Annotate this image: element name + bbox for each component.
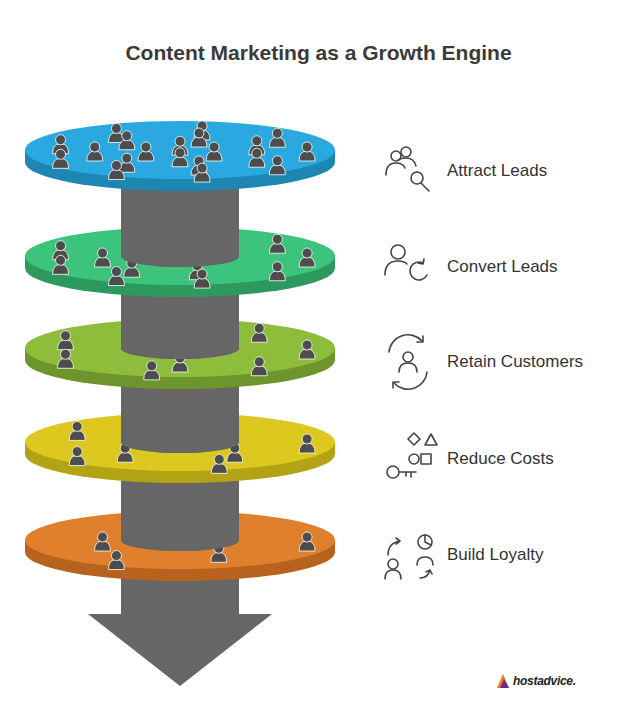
person-icon <box>269 156 285 175</box>
person-icon <box>194 269 210 288</box>
person-icon <box>299 142 315 161</box>
person-icon <box>53 149 69 168</box>
person-icon <box>194 163 210 182</box>
person-icon <box>191 128 207 147</box>
person-icon <box>119 131 135 150</box>
person-icon <box>138 142 154 161</box>
person-icon <box>95 532 111 551</box>
person-icon <box>57 331 73 350</box>
person-icon <box>119 153 135 172</box>
step-label: Reduce Costs <box>447 449 554 469</box>
reduce-costs-icon <box>387 433 437 478</box>
person-icon <box>108 123 124 142</box>
diagram-title: Content Marketing as a Growth Engine <box>125 41 511 65</box>
person-icon <box>299 532 315 551</box>
person-icon <box>269 234 285 253</box>
disc-stack <box>25 121 335 686</box>
logo-mark <box>497 674 509 688</box>
person-icon <box>53 255 69 274</box>
person-icon <box>95 248 111 267</box>
person-icon <box>249 148 265 167</box>
person-icon <box>144 361 160 380</box>
disc <box>25 121 335 191</box>
step-label: Retain Customers <box>447 352 583 372</box>
person-icon <box>269 262 285 281</box>
person-icon <box>172 148 188 167</box>
person-icon <box>194 121 210 140</box>
person-icon <box>251 323 267 342</box>
person-icon <box>299 248 315 267</box>
person-icon <box>108 161 124 180</box>
step-label: Build Loyalty <box>447 545 543 565</box>
person-icon <box>87 142 103 161</box>
retain-icon <box>389 335 427 389</box>
step-label: Convert Leads <box>447 257 558 277</box>
side-icons <box>385 147 437 579</box>
person-icon <box>206 142 222 161</box>
person-icon <box>69 421 85 440</box>
person-icon <box>108 267 124 286</box>
person-icon <box>251 357 267 376</box>
convert-icon <box>385 245 427 280</box>
watermark: hostadvice. <box>513 674 576 688</box>
person-icon <box>57 349 73 368</box>
person-icon <box>269 128 285 147</box>
person-icon <box>299 434 315 453</box>
person-icon <box>211 454 227 473</box>
person-icon <box>299 340 315 359</box>
step-label: Attract Leads <box>447 161 547 181</box>
attract-icon <box>386 147 429 191</box>
person-icon <box>191 156 207 175</box>
loyalty-icon <box>385 535 433 579</box>
person-icon <box>108 551 124 570</box>
person-icon <box>69 447 85 466</box>
